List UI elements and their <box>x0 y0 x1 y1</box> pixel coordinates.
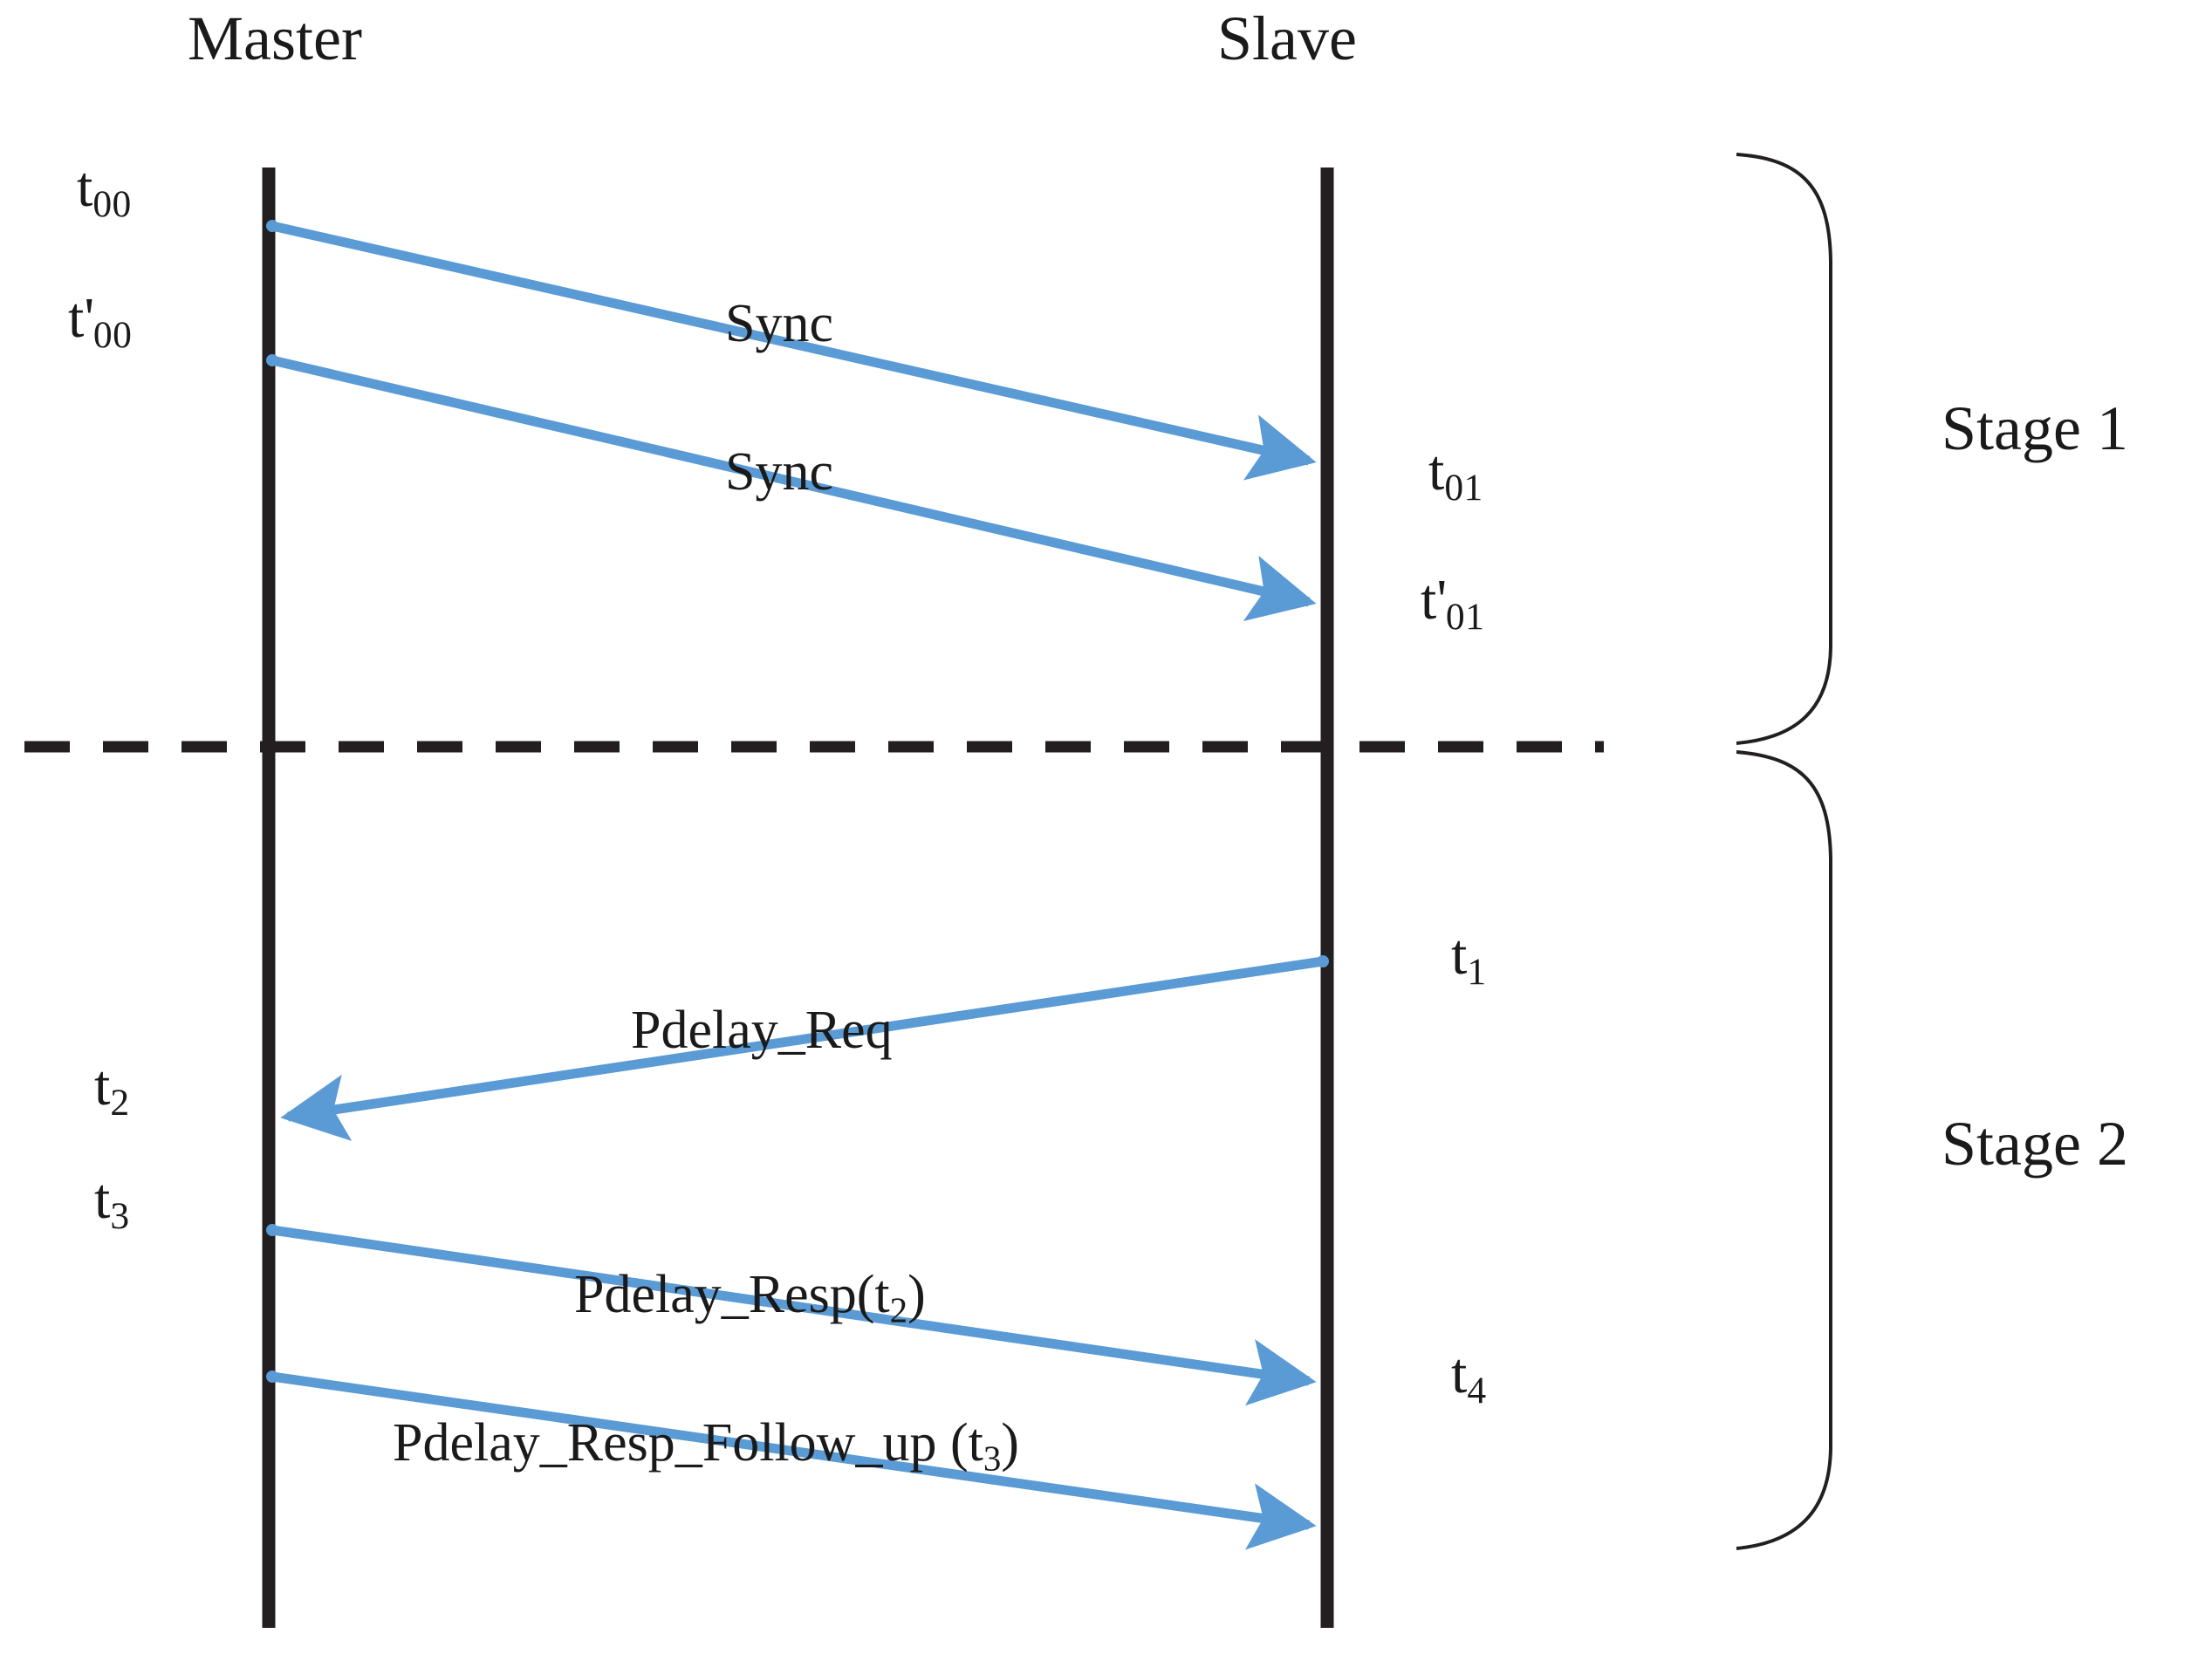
timestamp-t4-base: t <box>1451 1342 1468 1405</box>
timestamp-t1-base: t <box>1451 923 1468 987</box>
stage-1-label: Stage 1 <box>1941 393 2128 463</box>
master-title: Master <box>188 3 362 73</box>
timestamp-t01-prime: t'01 <box>1421 571 1484 637</box>
message-label-pdelay-resp: Pdelay_Resp(t2) <box>574 1268 926 1329</box>
pdelay-resp-text: Pdelay_Resp(t <box>574 1265 890 1324</box>
pdelay-follow-up-close-paren: ) <box>1001 1413 1019 1473</box>
pdelay-req-arrow <box>280 956 1324 1141</box>
sync-1-origin-dot <box>266 220 278 232</box>
pdelay-resp-close-paren: ) <box>907 1265 926 1324</box>
timestamp-t2-sub: 2 <box>110 1082 130 1124</box>
pdelay-req-origin-dot <box>1317 955 1329 967</box>
timestamp-t3-sub: 3 <box>110 1195 130 1238</box>
sync-2-origin-dot <box>266 354 278 366</box>
pdelay-resp-origin-dot <box>266 1224 278 1236</box>
timestamp-t1-sub: 1 <box>1467 951 1487 994</box>
timestamp-t01-sub: 01 <box>1444 467 1483 509</box>
stage-1-brace <box>1736 153 1832 745</box>
timestamp-t00-sub: 00 <box>92 183 132 226</box>
pdelay-resp-sub: 2 <box>889 1290 908 1330</box>
timestamp-t00-prime: t'00 <box>68 290 132 355</box>
timestamp-t01-base: t <box>1428 439 1445 502</box>
timestamp-t01: t01 <box>1428 442 1483 508</box>
pdelay-follow-up-arrow <box>271 1371 1317 1550</box>
timestamp-t01-prime-base: t <box>1421 568 1437 632</box>
timestamp-t00-prime-base: t <box>68 286 85 350</box>
pdelay-follow-up-sub: 3 <box>983 1439 1002 1479</box>
timestamp-t2: t2 <box>94 1057 130 1123</box>
message-label-pdelay-follow-up: Pdelay_Resp_Follow_up (t3) <box>393 1416 1019 1477</box>
message-label-pdelay-req: Pdelay_Req <box>631 1001 893 1060</box>
stage-2-brace <box>1736 750 1832 1550</box>
slave-title: Slave <box>1217 3 1357 73</box>
stage-2-label: Stage 2 <box>1941 1109 2128 1179</box>
timestamp-t3-base: t <box>94 1167 111 1231</box>
timestamp-t01-prime-sub: 01 <box>1445 596 1485 639</box>
pdelay-follow-up-text: Pdelay_Resp_Follow_up (t <box>393 1413 983 1473</box>
sync-arrow-1 <box>271 221 1317 481</box>
message-label-sync-2: Sync <box>725 442 833 502</box>
timestamp-t00-prime-mark: ' <box>84 286 94 350</box>
timestamp-t00-base: t <box>77 155 93 219</box>
timestamp-t1: t1 <box>1451 926 1487 992</box>
message-label-sync-1: Sync <box>725 294 833 353</box>
timestamp-t3: t3 <box>94 1171 130 1236</box>
timestamp-t4: t4 <box>1451 1345 1487 1411</box>
sync-arrow-2 <box>271 355 1317 622</box>
pdelay-resp-arrow <box>271 1225 1317 1406</box>
timestamp-t2-base: t <box>94 1054 111 1118</box>
timestamp-t4-sub: 4 <box>1467 1370 1487 1412</box>
timestamp-t01-prime-mark: ' <box>1436 568 1447 632</box>
timestamp-t00: t00 <box>77 159 132 224</box>
pdelay-follow-up-origin-dot <box>266 1370 278 1383</box>
timestamp-t00-prime-sub: 00 <box>92 314 133 357</box>
